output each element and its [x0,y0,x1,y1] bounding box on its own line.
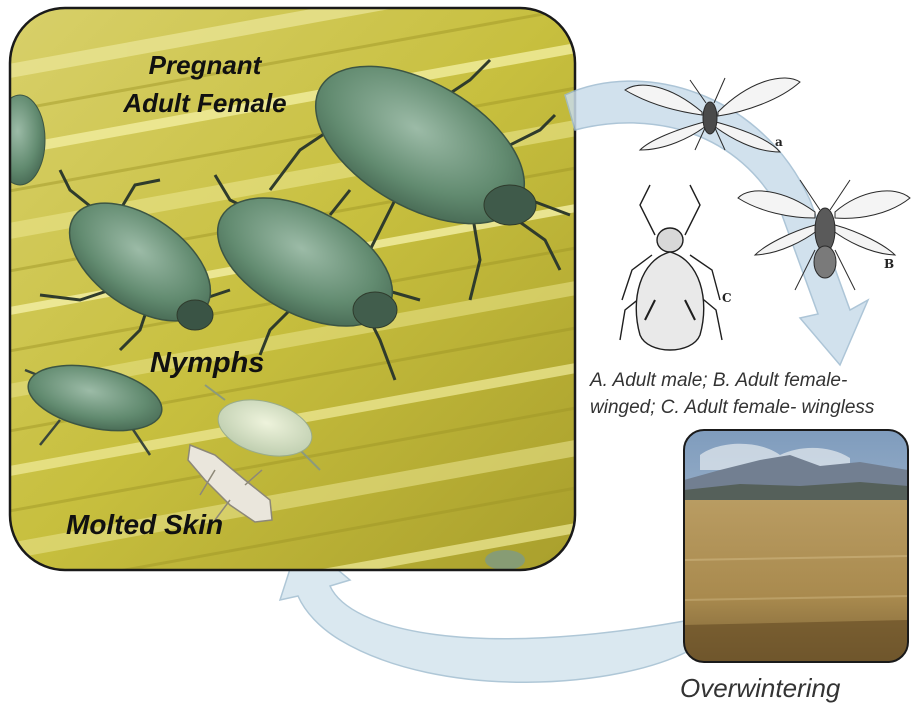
adult-female-wingless-drawing [620,185,722,350]
drawing-letter-c: C [722,291,732,305]
caption-line-1: A. Adult male; B. Adult female- [589,370,847,391]
label-molted-skin: Molted Skin [66,509,223,540]
caption-line-2: winged; C. Adult female- wingless [590,397,875,418]
overwintering-field-photo [684,430,908,662]
label-overwintering: Overwintering [680,673,841,703]
partial-aphid-edge [0,95,45,185]
aphid-colony-photo [0,0,620,640]
label-nymphs: Nymphs [150,347,264,379]
label-pregnant: Pregnant [149,50,263,80]
drawing-letter-a: a [775,135,783,149]
label-adult-female: Adult Female [122,88,286,118]
adult-female-winged-drawing [738,180,910,290]
drawing-letter-b: B [884,257,894,271]
small-aphid-bottom [485,550,525,570]
